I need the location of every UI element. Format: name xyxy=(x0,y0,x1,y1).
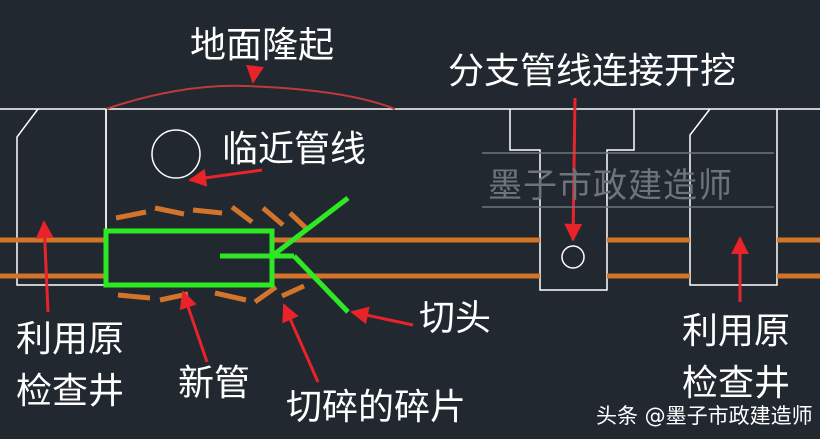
nearby-pipe-circle xyxy=(151,129,201,179)
cutter-blade-upper xyxy=(270,196,350,258)
attribution-text: 头条 @墨子市政建造师 xyxy=(596,404,813,428)
label-nearby-pipe: 临近管线 xyxy=(222,129,367,170)
cutter-blade-lower xyxy=(292,254,350,314)
annotation-arrows xyxy=(35,64,749,383)
branch-pipe-circle xyxy=(561,245,585,269)
new-pipe-and-cutter xyxy=(103,196,350,314)
arrow-branch-excavation xyxy=(564,97,583,242)
ground-heave-curve xyxy=(105,84,396,110)
left-manhole xyxy=(16,108,107,286)
label-right-manhole-line2: 检查井 xyxy=(682,363,791,404)
label-new-pipe: 新管 xyxy=(178,363,251,404)
label-branch-excavation: 分支管线连接开挖 xyxy=(448,51,737,92)
label-ground-heave: 地面隆起 xyxy=(190,25,335,66)
arrow-fragments xyxy=(282,303,320,383)
label-left-manhole-line1: 利用原 xyxy=(16,319,125,360)
arrow-new-pipe xyxy=(179,290,209,363)
branch-excavation-pit xyxy=(509,109,635,291)
arrow-left-manhole xyxy=(35,220,54,313)
existing-pipe xyxy=(0,237,820,279)
label-right-manhole-line1: 利用原 xyxy=(682,311,791,352)
label-cutter-head: 切头 xyxy=(419,298,492,339)
label-left-manhole-line2: 检查井 xyxy=(16,371,125,412)
arrow-ground-heave xyxy=(246,64,264,84)
label-fragments: 切碎的碎片 xyxy=(286,387,467,428)
arrow-nearby-pipe xyxy=(188,168,263,187)
arrow-cutter-head xyxy=(350,306,414,327)
right-manhole xyxy=(689,108,778,286)
watermark-frame xyxy=(482,152,774,208)
watermark-text: 墨子市政建造师 xyxy=(488,166,733,206)
